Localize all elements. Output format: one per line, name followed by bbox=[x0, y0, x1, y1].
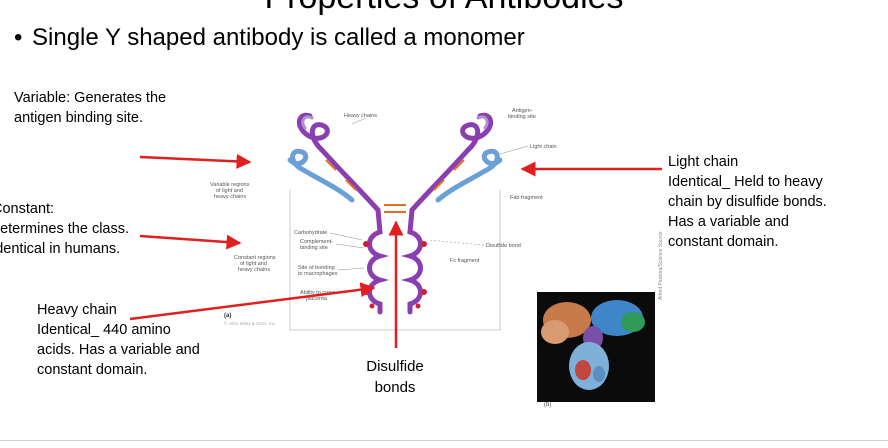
left-light-chain bbox=[287, 148, 355, 203]
panel-b-label: (b) bbox=[544, 402, 552, 408]
fig-label-copyright: © John Wiley & Sons, Inc. bbox=[224, 320, 276, 326]
stem-left-chain bbox=[367, 207, 390, 315]
fig-label-carbohydrate: Carbohydrate bbox=[294, 230, 327, 236]
bullet-dot: • bbox=[14, 24, 23, 51]
fig-label-disulfide-bond: Disulfide bond bbox=[486, 243, 521, 249]
arrow-heavy-chain bbox=[129, 282, 376, 321]
right-arm bbox=[409, 112, 503, 213]
arrow-variable bbox=[139, 153, 252, 169]
stem-right-chain bbox=[400, 207, 423, 315]
bullet-text: Single Y shaped antibody is called a mon… bbox=[32, 24, 525, 51]
slide-bottom-divider bbox=[0, 440, 888, 441]
left-arm bbox=[287, 112, 381, 213]
fig-label-complement: Complement-binding site bbox=[300, 239, 333, 251]
fig-label-antigen-binding: Antigen-binding site bbox=[508, 108, 536, 120]
light-chain-annotation: Light chain Identical_ Held to heavy cha… bbox=[668, 154, 827, 250]
fig-label-heavy-chains: Heavy chains bbox=[344, 113, 377, 119]
arrow-constant bbox=[139, 234, 242, 250]
heavy-chain-annotation: Heavy chain Identical_ 440 amino acids. … bbox=[37, 302, 200, 378]
constant-annotation: Constant: determines the class. identica… bbox=[0, 201, 130, 257]
disulfide-caption: Disulfide bonds bbox=[366, 358, 424, 396]
fig-label-panel-a: (a) bbox=[224, 313, 231, 319]
red-arrows bbox=[129, 153, 662, 348]
slide-title: Properties of Antibodies bbox=[0, 0, 888, 17]
fig-label-fc-fragment: Fc fragment bbox=[450, 258, 480, 264]
right-light-chain bbox=[435, 148, 503, 203]
variable-annotation: Variable: Generates the antigen binding … bbox=[14, 90, 167, 126]
molecular-model-image bbox=[537, 292, 655, 402]
left-heavy-chain bbox=[296, 112, 381, 213]
fig-label-fab-fragment: Fab fragment bbox=[510, 195, 543, 201]
disulfide-bond-marks bbox=[325, 159, 465, 213]
photo-credit: Alfred Pasieka/Science Source bbox=[658, 231, 664, 300]
right-heavy-chain bbox=[409, 112, 494, 213]
bullet-monomer: • Single Y shaped antibody is called a mo… bbox=[14, 24, 525, 52]
fig-label-light-chain: Light chain bbox=[530, 144, 557, 150]
